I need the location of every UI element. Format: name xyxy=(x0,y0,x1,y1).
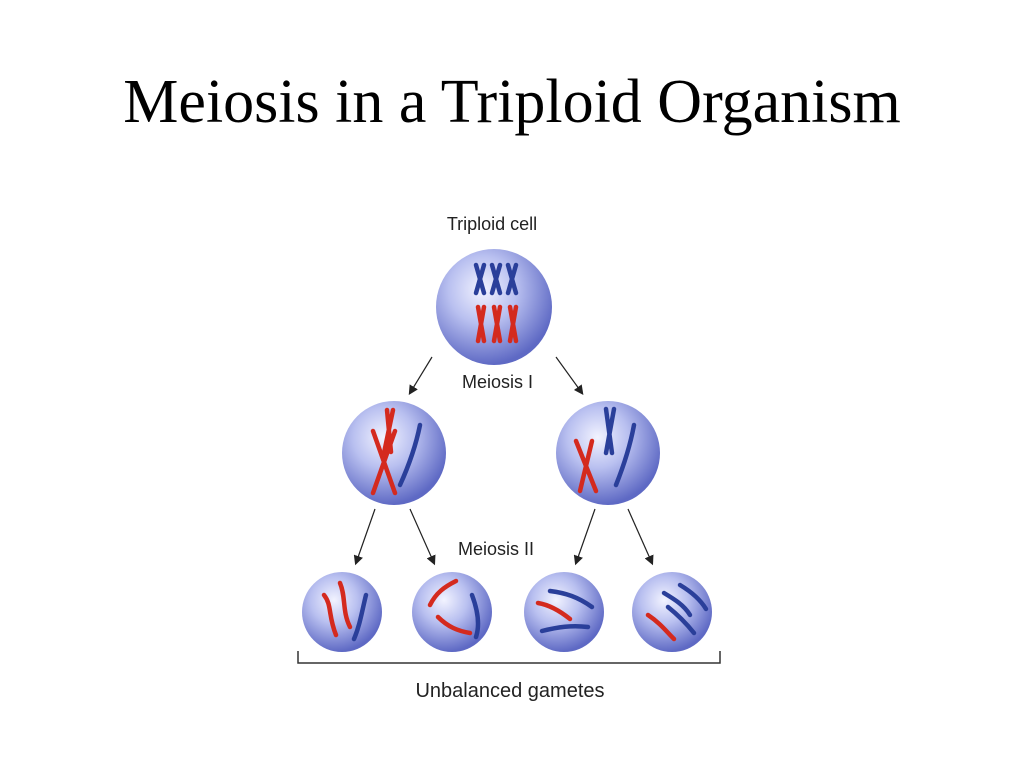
meiosis1-cell-right xyxy=(556,401,660,505)
blue-chromosomes-row xyxy=(473,262,519,296)
arrow-right-meiosis1 xyxy=(555,356,584,395)
gamete-1 xyxy=(302,572,382,652)
arrow-ll-meiosis2 xyxy=(353,508,376,566)
meiosis1-cell-left xyxy=(342,401,446,505)
gamete-4 xyxy=(632,572,712,652)
meiosis-svg: Triploid cell Meiosis I xyxy=(297,214,721,702)
triploid-cell-label: Triploid cell xyxy=(447,214,537,234)
arrow-rl-meiosis2 xyxy=(573,508,596,566)
slide-title: Meiosis in a Triploid Organism xyxy=(123,68,901,136)
unbalanced-gametes-label: Unbalanced gametes xyxy=(415,680,604,702)
arrow-lr-meiosis2 xyxy=(409,508,436,566)
meiosis-ii-label: Meiosis II xyxy=(458,539,534,559)
arrow-rr-meiosis2 xyxy=(627,508,654,566)
meiosis-diagram: Triploid cell Meiosis I xyxy=(270,195,790,735)
red-chromosomes-row xyxy=(475,304,519,344)
gamete-2 xyxy=(412,572,492,652)
gamete-3 xyxy=(524,572,604,652)
gametes-bracket xyxy=(297,651,721,664)
triploid-cell xyxy=(436,249,552,365)
meiosis-i-label: Meiosis I xyxy=(462,372,533,392)
arrow-left-meiosis1 xyxy=(408,356,433,396)
